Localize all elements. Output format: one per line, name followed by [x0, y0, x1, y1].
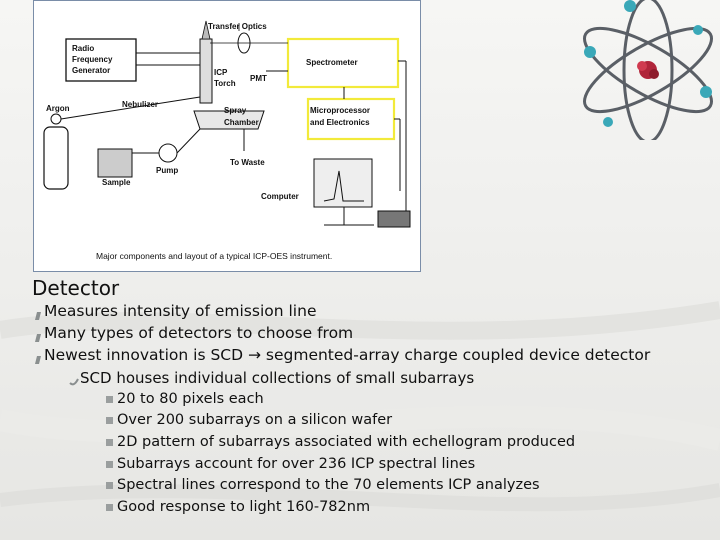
- label-icp-1: ICP: [214, 68, 228, 77]
- label-spray-2: Chamber: [224, 118, 259, 127]
- square-bullet-icon: [106, 461, 113, 468]
- sub-sub-bullet-4: Subarrays account for over 236 ICP spect…: [117, 456, 476, 472]
- label-micro-1: Microprocessor: [310, 106, 370, 115]
- label-micro-2: and Electronics: [310, 118, 370, 127]
- bullet-marker-icon: [33, 350, 42, 369]
- label-rf-3: Generator: [72, 66, 110, 75]
- label-spray-1: Spray: [224, 106, 247, 115]
- bullet-item-2: Many types of detectors to choose from: [44, 324, 354, 342]
- sub-bullet-marker-icon: [69, 372, 79, 391]
- label-sample: Sample: [102, 178, 131, 187]
- icp-oes-diagram: Transfer Optics Radio Frequency Generato…: [33, 0, 421, 272]
- label-computer: Computer: [261, 192, 299, 201]
- label-rf-1: Radio: [72, 44, 94, 53]
- bullet-item-1: Measures intensity of emission line: [44, 302, 317, 320]
- figure-caption: Major components and layout of a typical…: [96, 251, 332, 261]
- square-bullet-icon: [106, 482, 113, 489]
- label-pmt: PMT: [250, 74, 267, 83]
- sub-sub-bullet-3: 2D pattern of subarrays associated with …: [117, 434, 576, 450]
- label-pump: Pump: [156, 166, 178, 175]
- label-spectrometer: Spectrometer: [306, 58, 358, 67]
- label-argon: Argon: [46, 104, 70, 113]
- label-to-waste: To Waste: [230, 158, 265, 167]
- bullet-marker-icon: [33, 328, 42, 347]
- section-heading: Detector: [32, 276, 120, 300]
- square-bullet-icon: [106, 504, 113, 511]
- sub-sub-bullet-2: Over 200 subarrays on a silicon wafer: [117, 412, 393, 428]
- sub-sub-bullet-6: Good response to light 160-782nm: [117, 499, 371, 515]
- sub-bullet-item: SCD houses individual collections of sma…: [80, 369, 475, 387]
- label-transfer-optics: Transfer Optics: [208, 22, 267, 31]
- rf-generator-box: [65, 38, 137, 82]
- sub-sub-bullet-5: Spectral lines correspond to the 70 elem…: [117, 477, 540, 493]
- label-rf-2: Frequency: [72, 55, 113, 64]
- bullet-marker-icon: [33, 306, 42, 325]
- label-nebulizer: Nebulizer: [122, 100, 158, 109]
- label-icp-2: Torch: [214, 79, 236, 88]
- square-bullet-icon: [106, 439, 113, 446]
- sub-sub-bullet-1: 20 to 80 pixels each: [117, 391, 264, 407]
- atom-icon: [583, 0, 713, 140]
- bullet-item-3: Newest innovation is SCD → segmented-arr…: [44, 346, 651, 364]
- square-bullet-icon: [106, 396, 113, 403]
- spectrometer-highlight: [286, 37, 400, 89]
- square-bullet-icon: [106, 417, 113, 424]
